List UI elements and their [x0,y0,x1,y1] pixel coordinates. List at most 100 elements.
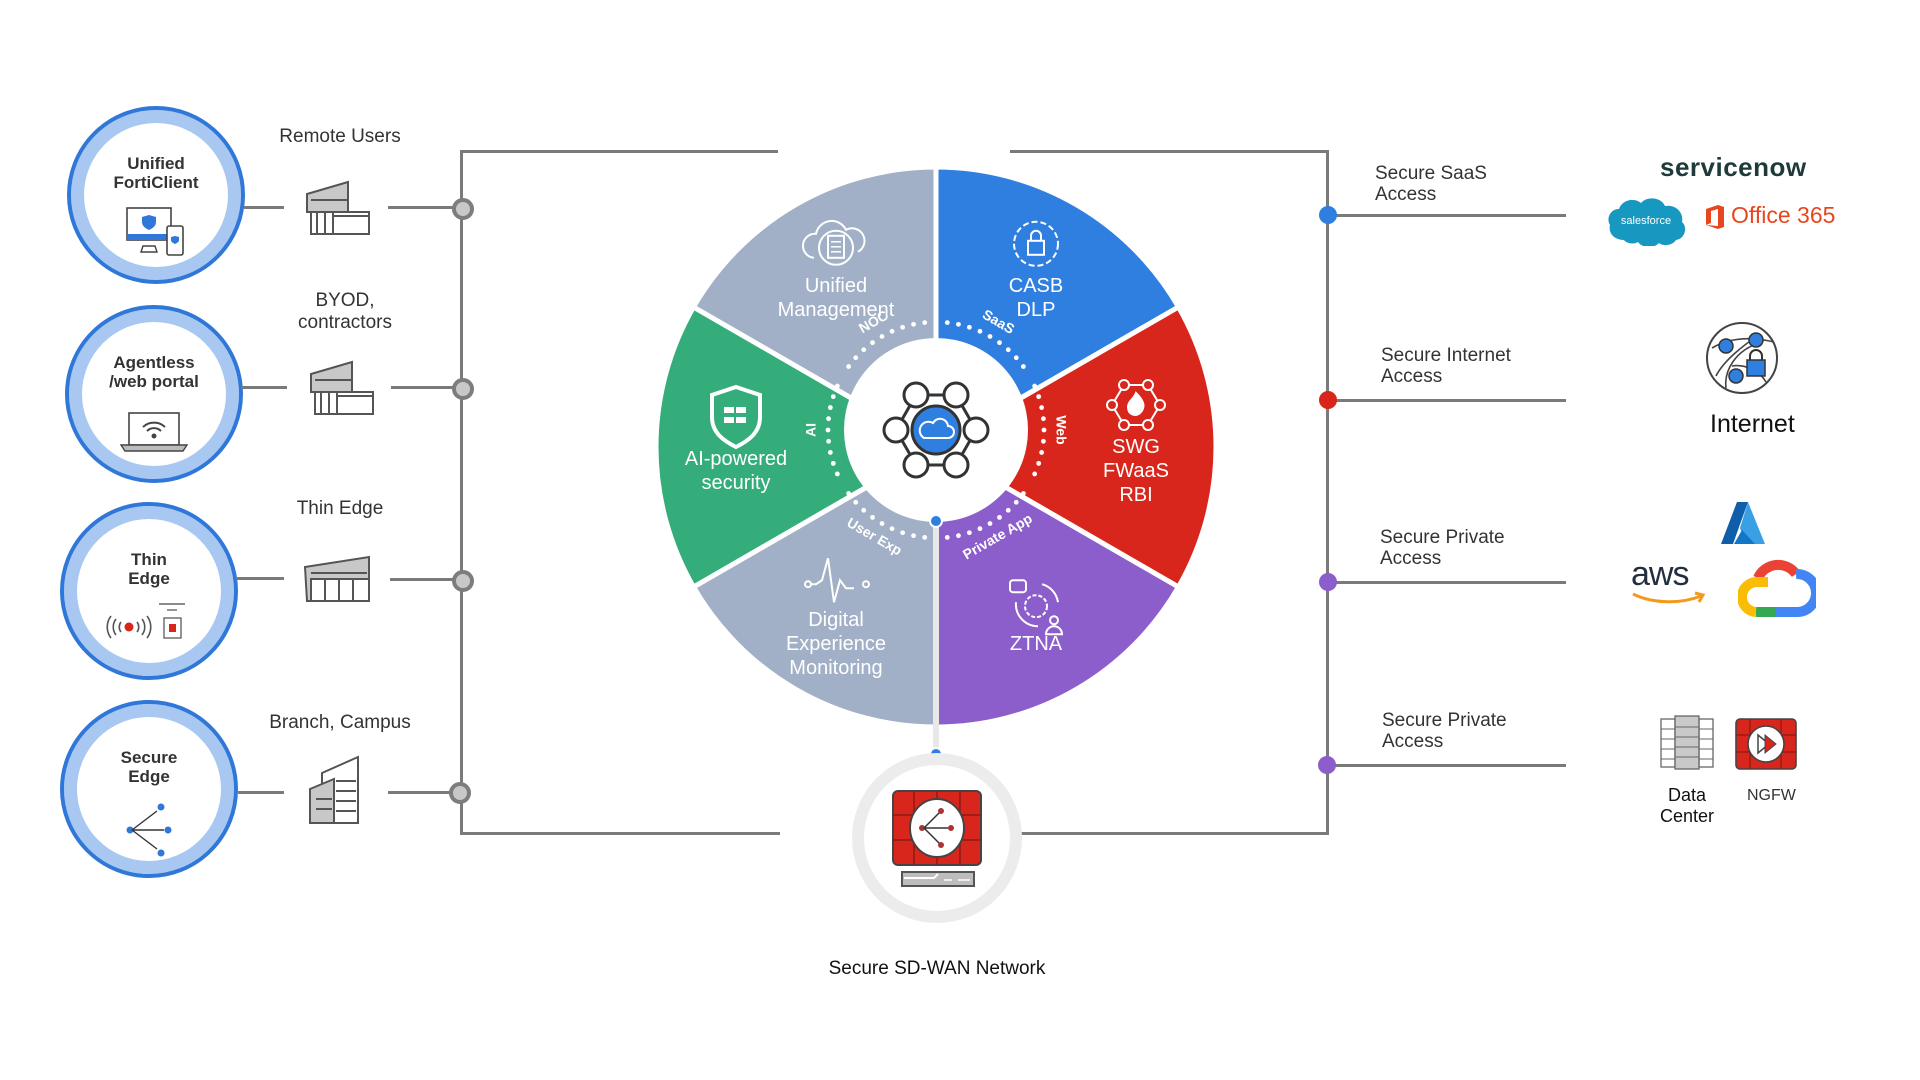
aws-logo: aws [1631,556,1709,616]
google-cloud-logo [1738,559,1816,617]
ring-dot [956,533,961,539]
trunk-node [452,198,474,220]
fortigate-sdwan-appliance-icon [892,790,982,887]
ring-dot [900,530,906,536]
access-connector [1329,214,1566,217]
ring-dot [944,320,950,325]
data-center-label-line: Data [1667,785,1707,805]
ring-dot [834,471,840,477]
client-title-line: Edge [128,569,170,588]
wedge-ztna[interactable] [933,442,1182,730]
client-agentless-web-portal[interactable]: Agentless /web portal [65,305,243,483]
client-unified-forticlient[interactable]: Unified FortiClient [67,106,245,284]
access-label-line: Secure Internet [1381,345,1511,366]
ring-dot [1013,355,1019,361]
connector [236,577,284,580]
site-label-branch-campus: Branch, Campus [240,712,440,734]
client-title-line: /web portal [109,372,199,391]
wedge-swg-fwaas-rbi[interactable] [930,303,1219,591]
client-title-line: FortiClient [113,173,199,192]
wireless-access-point-icon [106,603,185,639]
ring-dot [956,321,961,327]
wedge-ai-powered-security[interactable] [653,303,941,591]
internet-label: Internet [1710,410,1795,438]
site-label-byod: BYOD, contractors [245,290,445,334]
ngfw-label: NGFW [1747,787,1796,804]
ring-dot [846,364,852,369]
ring-dot [1032,471,1038,477]
ring-dot [1041,416,1046,422]
access-connector [1329,581,1566,584]
ring-dot [853,355,859,361]
office365-text: Office 365 [1731,202,1836,228]
ring-dot [1020,491,1026,496]
shield-fortinet-icon [710,384,762,450]
site-label-line: BYOD, [315,290,375,311]
wedge-digital-experience-monitoring[interactable] [690,442,939,730]
ring-dot [889,526,895,532]
client-title-line: Unified [127,154,185,173]
client-secure-edge[interactable]: Secure Edge [60,700,238,878]
left-top-line [460,150,778,153]
site-label-thin-edge: Thin Edge [240,498,440,520]
ring-dot [861,507,867,513]
ring-dot [977,526,983,532]
access-label-saas: Secure SaaS Access [1375,163,1487,205]
sdwan-label: Secure SD-WAN Network [828,958,1046,979]
client-thin-edge[interactable]: Thin Edge [60,502,238,680]
aws-smile-icon [1632,591,1706,604]
heartbeat-icon [804,557,870,603]
access-connector [1329,399,1566,402]
ring-dot [997,514,1002,520]
laptop-wifi-icon [119,412,189,452]
trunk-node [452,378,474,400]
gear-user-cycle-icon [1009,579,1064,636]
right-trunk-line [1326,151,1329,835]
client-title-line: Thin [131,550,167,569]
store-icon [303,555,370,602]
access-label-line: Access [1375,184,1437,205]
ring-dot [827,405,833,410]
wedge-label-ztna: ZTNA [1010,633,1063,655]
office365-icon [1706,205,1724,229]
ring-dot [911,533,916,539]
connector [241,386,287,389]
ring-dot [827,450,833,455]
client-title-line: Edge [128,767,170,786]
ring-dot [1013,499,1019,505]
hub-connector-dot [929,514,943,528]
right-top-line [1010,150,1329,153]
ring-dot [861,347,867,353]
ring-dot [879,521,885,526]
salesforce-logo: salesforce [1608,198,1686,246]
connector [238,791,284,794]
ring-dot [826,438,831,444]
ring-dot [1005,347,1011,353]
access-label-line: Secure Private [1382,710,1507,731]
site-label-line: Thin Edge [296,498,384,519]
ring-dot [922,320,928,325]
cloud-hex-network-icon [882,381,990,479]
data-center-label-line: Center [1659,806,1715,826]
client-title-line: Secure [120,748,178,767]
access-dot [1318,756,1336,774]
internet-globe-lock-icon [1706,322,1778,394]
ring-label-swg-fwaas-rbi: Web [1053,415,1069,444]
access-label-private-2: Secure Private Access [1382,710,1507,752]
ring-dot [966,324,972,330]
ring-dot [870,340,875,346]
aws-text: aws [1631,555,1689,593]
house-icon [310,360,374,415]
access-dot [1319,391,1337,409]
connector [244,206,284,209]
network-fire-icon [1106,379,1166,431]
office-building-icon [309,755,359,824]
access-label-private-1: Secure Private Access [1380,527,1505,569]
house-icon [306,180,370,235]
network-branch-icon [126,803,172,857]
access-label-line: Secure SaaS [1375,163,1487,184]
salesforce-text: salesforce [1621,215,1671,227]
